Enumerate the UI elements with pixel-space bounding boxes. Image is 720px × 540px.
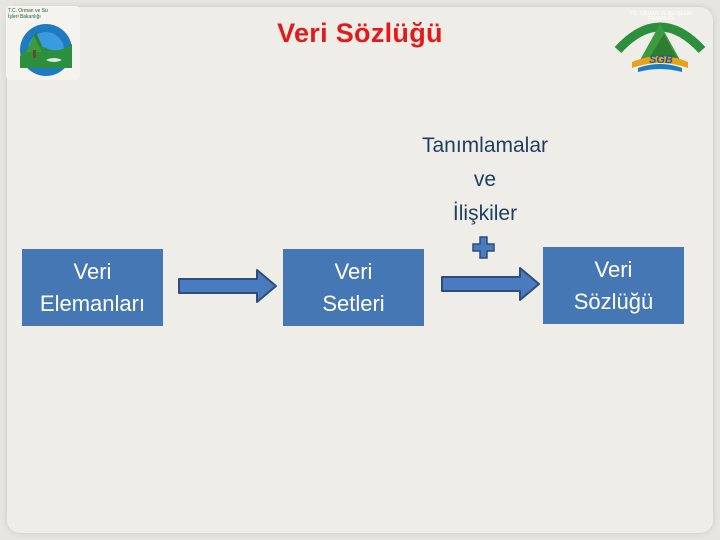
ministry-logo-text: T.C. Orman ve Su İşleri Bakanlığı: [8, 8, 48, 20]
sgb-logo-icon: SGB T.C. ORMAN VE SU İŞLERİ BAKANLIĞI: [612, 10, 708, 76]
page-title: Veri Sözlüğü: [277, 18, 443, 48]
arrow-right-icon: [177, 268, 278, 304]
arrow-right-icon: [440, 266, 541, 302]
sgb-logo-arc-text: T.C. ORMAN VE SU İŞLERİ BAKANLIĞI: [629, 11, 693, 22]
node-veri-setleri: Veri Setleri: [283, 249, 424, 326]
sgb-logo-text: SGB: [649, 54, 673, 66]
node-veri-elemanlari: Veri Elemanları: [22, 249, 163, 326]
header: T.C. Orman ve Su İşleri Bakanlığı Veri S…: [0, 0, 720, 92]
annotation-tanimlamalar: Tanımlamalar ve İlişkiler: [421, 134, 549, 225]
ministry-logo-icon: T.C. Orman ve Su İşleri Bakanlığı: [6, 6, 80, 80]
plus-icon: [471, 235, 496, 260]
node-veri-sozlugu: Veri Sözlüğü: [543, 247, 684, 324]
